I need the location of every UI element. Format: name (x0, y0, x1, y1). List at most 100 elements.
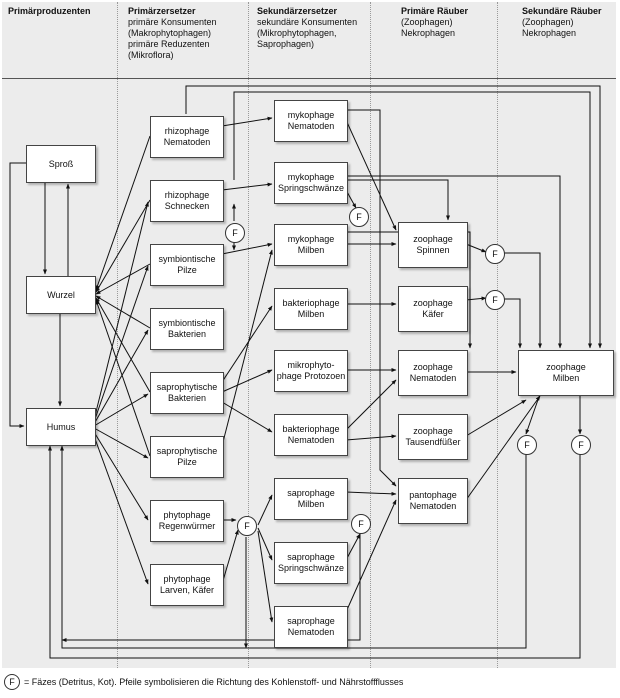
flow-arrow (61, 534, 361, 642)
flow-arrow (221, 401, 273, 433)
column-header-primaere-raeuber: Primäre Räuber (Zoophagen) Nekrophagen (401, 6, 468, 39)
column-title: Primärzersetzer (128, 6, 196, 16)
column-header-primaerproduzenten: Primärproduzenten (8, 6, 91, 17)
flow-arrow (465, 243, 487, 253)
flow-arrow (345, 533, 361, 561)
flow-arrow (345, 119, 397, 231)
flow-arrow (257, 494, 273, 526)
box-symbiontische-bakterien: symbiontische Bakterien (150, 308, 224, 350)
flow-arrow (95, 135, 151, 291)
legend-feces-symbol: F (4, 674, 20, 690)
box-rhizophage-nematoden: rhizophage Nematoden (150, 116, 224, 158)
feces-node: F (349, 207, 369, 227)
flow-arrow (93, 329, 149, 425)
flow-arrow (233, 91, 592, 349)
feces-node: F (571, 435, 591, 455)
flow-arrow (345, 491, 397, 496)
column-subtitle: (Zoophagen) Nekrophagen (401, 17, 456, 38)
flow-arrow (525, 393, 541, 435)
column-separator (497, 2, 498, 668)
box-zoophage-tausendfuesser: zoophage Tausendfüßer (398, 414, 468, 460)
box-saprophage-milben: saprophage Milben (274, 478, 348, 520)
flow-arrow (465, 296, 487, 301)
flow-arrow (93, 393, 149, 427)
column-subtitle: sekundäre Konsumenten (Mikrophytophagen,… (257, 17, 358, 49)
flow-arrow (257, 530, 274, 623)
flow-arrow (346, 231, 472, 349)
box-phytophage-regenwuermer: phytophage Regenwürmer (150, 500, 224, 542)
column-header-sekundaerzersetzer: Sekundärzersetzer sekundäre Konsumenten … (257, 6, 357, 50)
box-saprophage-springschwaenze: saprophage Springschwänze (274, 542, 348, 584)
header-rule (2, 78, 616, 79)
flow-arrow (93, 435, 149, 585)
column-subtitle: primäre Konsumenten (Makrophytophagen) p… (128, 17, 217, 60)
box-wurzel: Wurzel (26, 276, 96, 314)
box-symbiontische-pilze: symbiontische Pilze (150, 244, 224, 286)
column-title: Sekundäre Räuber (522, 6, 602, 16)
box-mikrophytophage-protozoen: mikrophyto- phage Protozoen (274, 350, 348, 392)
flow-arrow (95, 263, 151, 295)
flow-arrow (95, 199, 151, 293)
flow-arrow (465, 395, 541, 501)
flow-arrow (93, 427, 149, 459)
flow-arrow (9, 162, 26, 428)
box-mykophage-milben: mykophage Milben (274, 224, 348, 266)
box-phytophage-larven-kaefer: phytophage Larven, Käfer (150, 564, 224, 606)
flow-arrow (504, 298, 522, 349)
box-zoophage-milben: zoophage Milben (518, 350, 614, 396)
column-separator (370, 2, 371, 668)
flow-arrow (95, 299, 151, 457)
box-zoophage-spinnen: zoophage Spinnen (398, 222, 468, 268)
box-saprophage-nematoden: saprophage Nematoden (274, 606, 348, 648)
feces-node: F (225, 223, 245, 243)
flow-arrow (221, 182, 273, 191)
flow-arrow (221, 529, 239, 585)
flow-arrow (93, 201, 149, 421)
flow-arrow (221, 116, 273, 127)
flow-arrow (221, 242, 273, 255)
flow-arrow (93, 265, 149, 423)
flow-arrow (221, 249, 273, 447)
box-bakteriophage-nematoden: bakteriophage Nematoden (274, 414, 348, 456)
flow-arrow (257, 527, 273, 561)
flow-arrow (504, 252, 542, 349)
feces-node: F (485, 244, 505, 264)
flow-arrow (95, 295, 151, 329)
flow-arrow (345, 499, 397, 613)
flow-arrow (93, 431, 149, 521)
legend: F = Fäzes (Detritus, Kot). Pfeile symbol… (4, 674, 403, 690)
flow-arrow (345, 379, 397, 431)
column-header-sekundaere-raeuber: Sekundäre Räuber (Zoophagen) Nekrophagen (522, 6, 602, 39)
column-header-primaerzersetzer: Primärzersetzer primäre Konsumenten (Mak… (128, 6, 217, 61)
flow-arrow (345, 434, 397, 441)
box-spross: Sproß (26, 145, 96, 183)
box-rhizophage-schnecken: rhizophage Schnecken (150, 180, 224, 222)
feces-node: F (351, 514, 371, 534)
flow-arrow (95, 297, 151, 393)
flow-arrow (465, 399, 527, 437)
box-mykophage-nematoden: mykophage Nematoden (274, 100, 348, 142)
box-saprophytische-pilze: saprophytische Pilze (150, 436, 224, 478)
box-mykophage-springschwaenze: mykophage Springschwänze (274, 162, 348, 204)
column-subtitle: (Zoophagen) Nekrophagen (522, 17, 577, 38)
flow-arrow (221, 305, 273, 383)
column-title: Sekundärzersetzer (257, 6, 338, 16)
box-bakteriophage-milben: bakteriophage Milben (274, 288, 348, 330)
box-pantophage-nematoden: pantophage Nematoden (398, 478, 468, 524)
feces-node: F (517, 435, 537, 455)
flow-arrow (185, 85, 602, 349)
box-humus: Humus (26, 408, 96, 446)
legend-text: = Fäzes (Detritus, Kot). Pfeile symbolis… (24, 677, 404, 687)
flow-arrow (48, 445, 581, 659)
feces-node: F (485, 290, 505, 310)
feces-node: F (237, 516, 257, 536)
column-title: Primärproduzenten (8, 6, 91, 16)
flow-arrow (221, 369, 273, 393)
box-zoophage-kaefer: zoophage Käfer (398, 286, 468, 332)
flow-arrow (60, 445, 527, 649)
column-separator (248, 2, 249, 668)
flow-arrow (346, 175, 562, 349)
box-zoophage-nematoden: zoophage Nematoden (398, 350, 468, 396)
flow-arrow (346, 109, 397, 487)
